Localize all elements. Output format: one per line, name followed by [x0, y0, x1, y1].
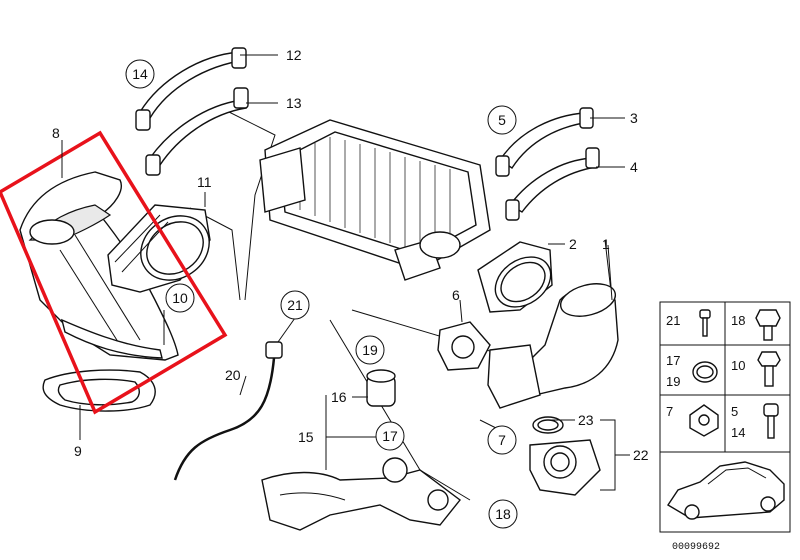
svg-text:5: 5 — [731, 404, 738, 419]
circle-label-14: 14 — [125, 59, 155, 89]
part-15-hose[interactable] — [261, 457, 461, 531]
label-13: 13 — [286, 95, 302, 111]
label-2: 2 — [569, 236, 577, 252]
label-16: 16 — [331, 389, 347, 405]
svg-text:19: 19 — [362, 342, 378, 358]
legend-cell-10: 10 — [731, 351, 781, 387]
svg-text:10: 10 — [731, 358, 745, 373]
hardware-legend: 21 18 17 19 10 7 5 14 — [659, 301, 791, 533]
label-15: 15 — [298, 429, 314, 445]
svg-text:14: 14 — [132, 66, 148, 82]
circle-label-18: 18 — [488, 499, 518, 529]
label-9: 9 — [74, 443, 82, 459]
legend-cell-18: 18 — [731, 309, 781, 341]
label-1: 1 — [602, 236, 610, 252]
circle-label-10: 10 — [165, 283, 195, 313]
circle-label-7: 7 — [487, 425, 517, 455]
circled-labels: 14 5 10 21 19 17 7 18 — [125, 59, 518, 529]
part-3-clamp[interactable] — [495, 107, 594, 177]
part-2-bellows[interactable] — [477, 241, 560, 317]
part-12-clamp[interactable] — [135, 47, 247, 131]
svg-text:7: 7 — [666, 404, 673, 419]
circle-label-17: 17 — [375, 421, 405, 451]
car-thumbnail — [659, 451, 791, 533]
leader-lines — [61, 54, 630, 491]
intercooler-core[interactable] — [259, 119, 491, 281]
part-22-throttle-housing[interactable] — [529, 439, 601, 496]
label-6: 6 — [452, 287, 460, 303]
part-1-elbow-pipe[interactable] — [487, 278, 619, 409]
label-11: 11 — [197, 174, 212, 190]
part-8-intake-duct[interactable] — [19, 171, 179, 361]
svg-text:7: 7 — [498, 432, 506, 448]
label-12: 12 — [286, 47, 302, 63]
legend-cell-5-14: 5 14 — [731, 403, 779, 440]
legend-cell-21: 21 — [666, 309, 711, 337]
label-3: 3 — [630, 110, 638, 126]
part-9-gasket[interactable] — [42, 369, 156, 412]
svg-text:18: 18 — [731, 313, 745, 328]
svg-text:5: 5 — [498, 112, 506, 128]
svg-text:18: 18 — [495, 506, 511, 522]
part-6-gasket[interactable] — [437, 321, 491, 371]
legend-cell-7: 7 — [666, 404, 719, 437]
part-labels: 12 13 11 8 9 3 4 2 1 6 23 22 20 16 15 — [52, 47, 649, 463]
part-20-tube[interactable] — [173, 357, 276, 481]
part-13-clamp[interactable] — [145, 87, 249, 176]
part-21-screw[interactable] — [265, 341, 283, 359]
svg-text:21: 21 — [666, 313, 680, 328]
legend-cell-17-19: 17 19 — [666, 353, 718, 389]
circle-label-21: 21 — [280, 290, 310, 320]
svg-text:17: 17 — [382, 428, 398, 444]
part-23-oring[interactable] — [532, 416, 564, 434]
doc-number: 00099692 — [672, 542, 720, 553]
highlight-box — [0, 130, 228, 415]
label-22: 22 — [633, 447, 649, 463]
circle-label-5: 5 — [487, 105, 517, 135]
label-4: 4 — [630, 159, 638, 175]
svg-text:19: 19 — [666, 374, 680, 389]
part-16-sleeve[interactable] — [366, 369, 396, 407]
part-4-clamp[interactable] — [505, 147, 600, 221]
svg-text:21: 21 — [287, 297, 303, 313]
label-20: 20 — [225, 367, 241, 383]
svg-text:10: 10 — [172, 290, 188, 306]
svg-text:17: 17 — [666, 353, 680, 368]
part-11-bellows[interactable] — [107, 203, 222, 293]
circle-label-19: 19 — [355, 335, 385, 365]
label-8: 8 — [52, 125, 60, 141]
label-23: 23 — [578, 412, 594, 428]
svg-text:14: 14 — [731, 425, 745, 440]
